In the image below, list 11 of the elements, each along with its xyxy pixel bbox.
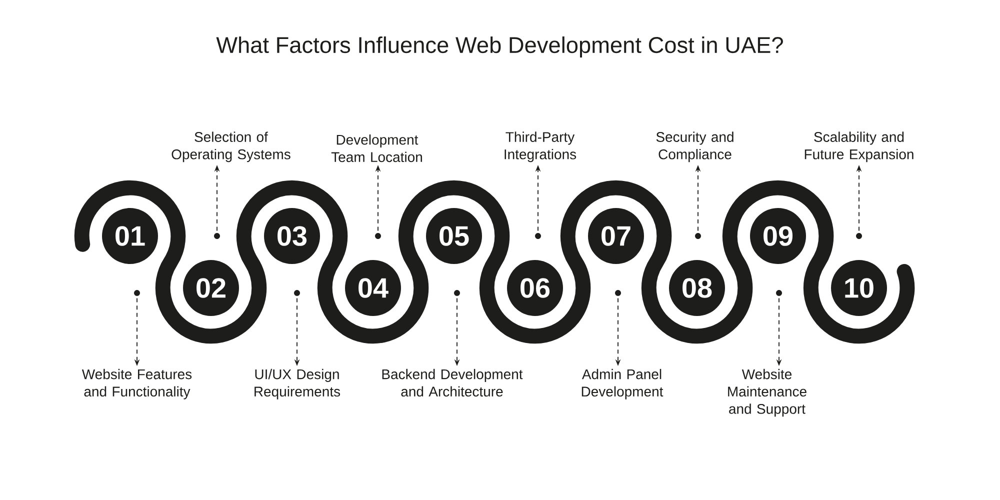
factor-label: Admin Panel Development [582, 368, 664, 400]
factor-label: Backend Development and Architecture [382, 368, 523, 397]
factor-label: Website Maintenance and Support [728, 368, 806, 417]
factor-label: Development Team Location [331, 134, 422, 162]
factor-label: Security and Compliance [656, 132, 734, 162]
factor-label: Third-Party Integrations [504, 132, 576, 162]
title: What Factors Influence Web Development Cost in UAE? [216, 36, 783, 58]
factor-label: UI/UX Design Requirements [254, 368, 340, 400]
factor-label: Selection of Operating Systems [172, 132, 290, 162]
factor-label: Website Features and Functionality [82, 368, 192, 400]
factor-label: Scalability and Future Expansion [804, 132, 914, 162]
